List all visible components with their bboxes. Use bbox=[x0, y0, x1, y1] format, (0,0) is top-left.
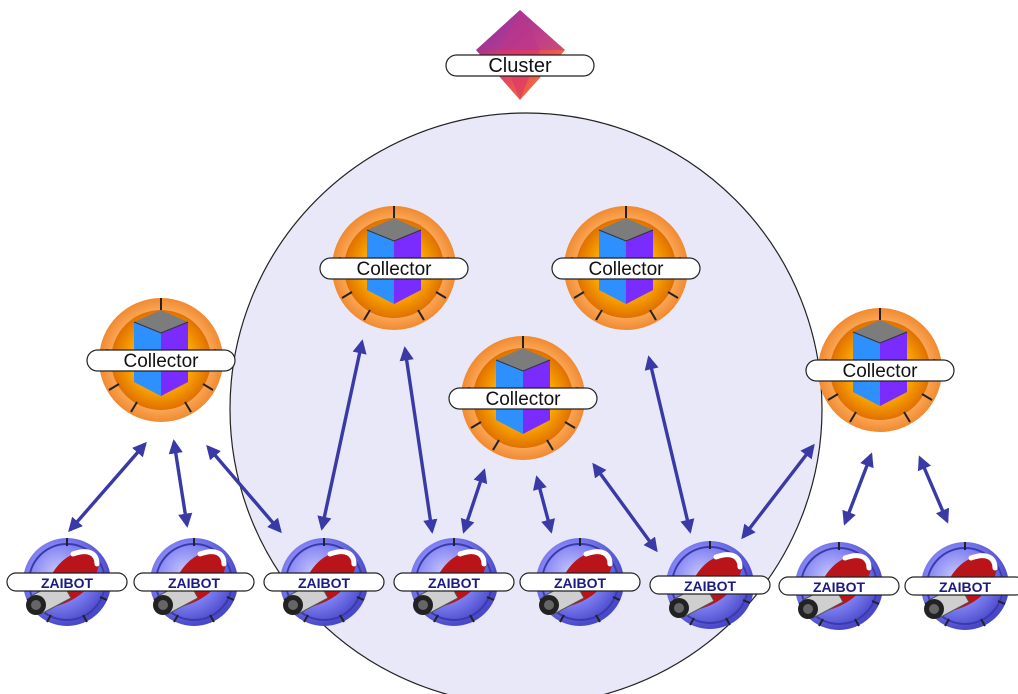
collector-node[interactable]: Collector bbox=[319, 206, 469, 330]
connection-arrow bbox=[917, 455, 950, 524]
zaibot-label: ZAIBOT bbox=[168, 575, 221, 591]
zaibot-label-pill bbox=[519, 572, 641, 592]
zaibot-label: ZAIBOT bbox=[554, 575, 607, 591]
zaibot-label: ZAIBOT bbox=[939, 579, 992, 595]
connection-arrow bbox=[842, 452, 874, 526]
zaibot-label: ZAIBOT bbox=[813, 579, 866, 595]
collector-label-pill bbox=[551, 257, 701, 280]
zaibot-node[interactable]: ZAIBOT bbox=[778, 542, 900, 630]
collector-node[interactable]: Collector bbox=[805, 308, 955, 432]
connection-arrow bbox=[317, 339, 367, 531]
connection-arrow bbox=[592, 462, 658, 553]
collector-label-pill bbox=[805, 359, 955, 382]
collector-label-pill bbox=[319, 257, 469, 280]
zaibot-label-pill bbox=[263, 572, 385, 592]
collector-node[interactable]: Collector bbox=[86, 298, 236, 422]
zaibot-node[interactable]: ZAIBOT bbox=[6, 538, 128, 626]
collector-label: Collector bbox=[843, 361, 919, 382]
cluster-node[interactable]: Cluster bbox=[445, 10, 595, 100]
zaibot-label-pill bbox=[6, 572, 128, 592]
cluster-label-pill bbox=[445, 54, 595, 77]
zaibot-node[interactable]: ZAIBOT bbox=[133, 538, 255, 626]
connection-arrow bbox=[168, 439, 193, 528]
collector-label: Collector bbox=[357, 259, 433, 280]
zaibot-node[interactable]: ZAIBOT bbox=[904, 542, 1018, 630]
zaibot-node[interactable]: ZAIBOT bbox=[519, 538, 641, 626]
zaibot-label: ZAIBOT bbox=[428, 575, 481, 591]
collector-label: Collector bbox=[124, 351, 200, 372]
connection-arrows bbox=[68, 339, 950, 553]
zaibot-label-pill bbox=[393, 572, 515, 592]
connection-arrow bbox=[68, 441, 147, 533]
connection-arrow bbox=[741, 443, 815, 540]
zaibot-label: ZAIBOT bbox=[41, 575, 94, 591]
zaibot-nodes: ZAIBOT ZAIBOT ZAIBOT ZAIBOT ZAIBOT ZAIBOT ZAIB… bbox=[6, 538, 1018, 630]
connection-arrow bbox=[206, 444, 282, 534]
zaibot-label-pill bbox=[904, 576, 1018, 596]
collector-label-pill bbox=[86, 349, 236, 372]
collector-node[interactable]: Collector bbox=[551, 206, 701, 330]
cluster-label: Cluster bbox=[488, 55, 552, 77]
connection-arrow bbox=[460, 468, 488, 534]
zaibot-label-pill bbox=[649, 575, 771, 595]
zaibot-icon bbox=[536, 538, 624, 626]
collector-label: Collector bbox=[589, 259, 665, 280]
zaibot-label: ZAIBOT bbox=[684, 578, 737, 594]
collector-label-pill bbox=[448, 387, 598, 410]
collector-label: Collector bbox=[486, 389, 562, 410]
connection-arrow bbox=[399, 346, 438, 534]
zaibot-node[interactable]: ZAIBOT bbox=[649, 541, 771, 629]
zaibot-label-pill bbox=[778, 576, 900, 596]
zaibot-label-pill bbox=[133, 572, 255, 592]
collector-node[interactable]: Collector bbox=[448, 336, 598, 460]
zaibot-node[interactable]: ZAIBOT bbox=[263, 538, 385, 626]
zaibot-node[interactable]: ZAIBOT bbox=[393, 538, 515, 626]
connection-arrow bbox=[644, 355, 695, 534]
zaibot-label: ZAIBOT bbox=[298, 575, 351, 591]
connection-arrow bbox=[533, 475, 555, 534]
